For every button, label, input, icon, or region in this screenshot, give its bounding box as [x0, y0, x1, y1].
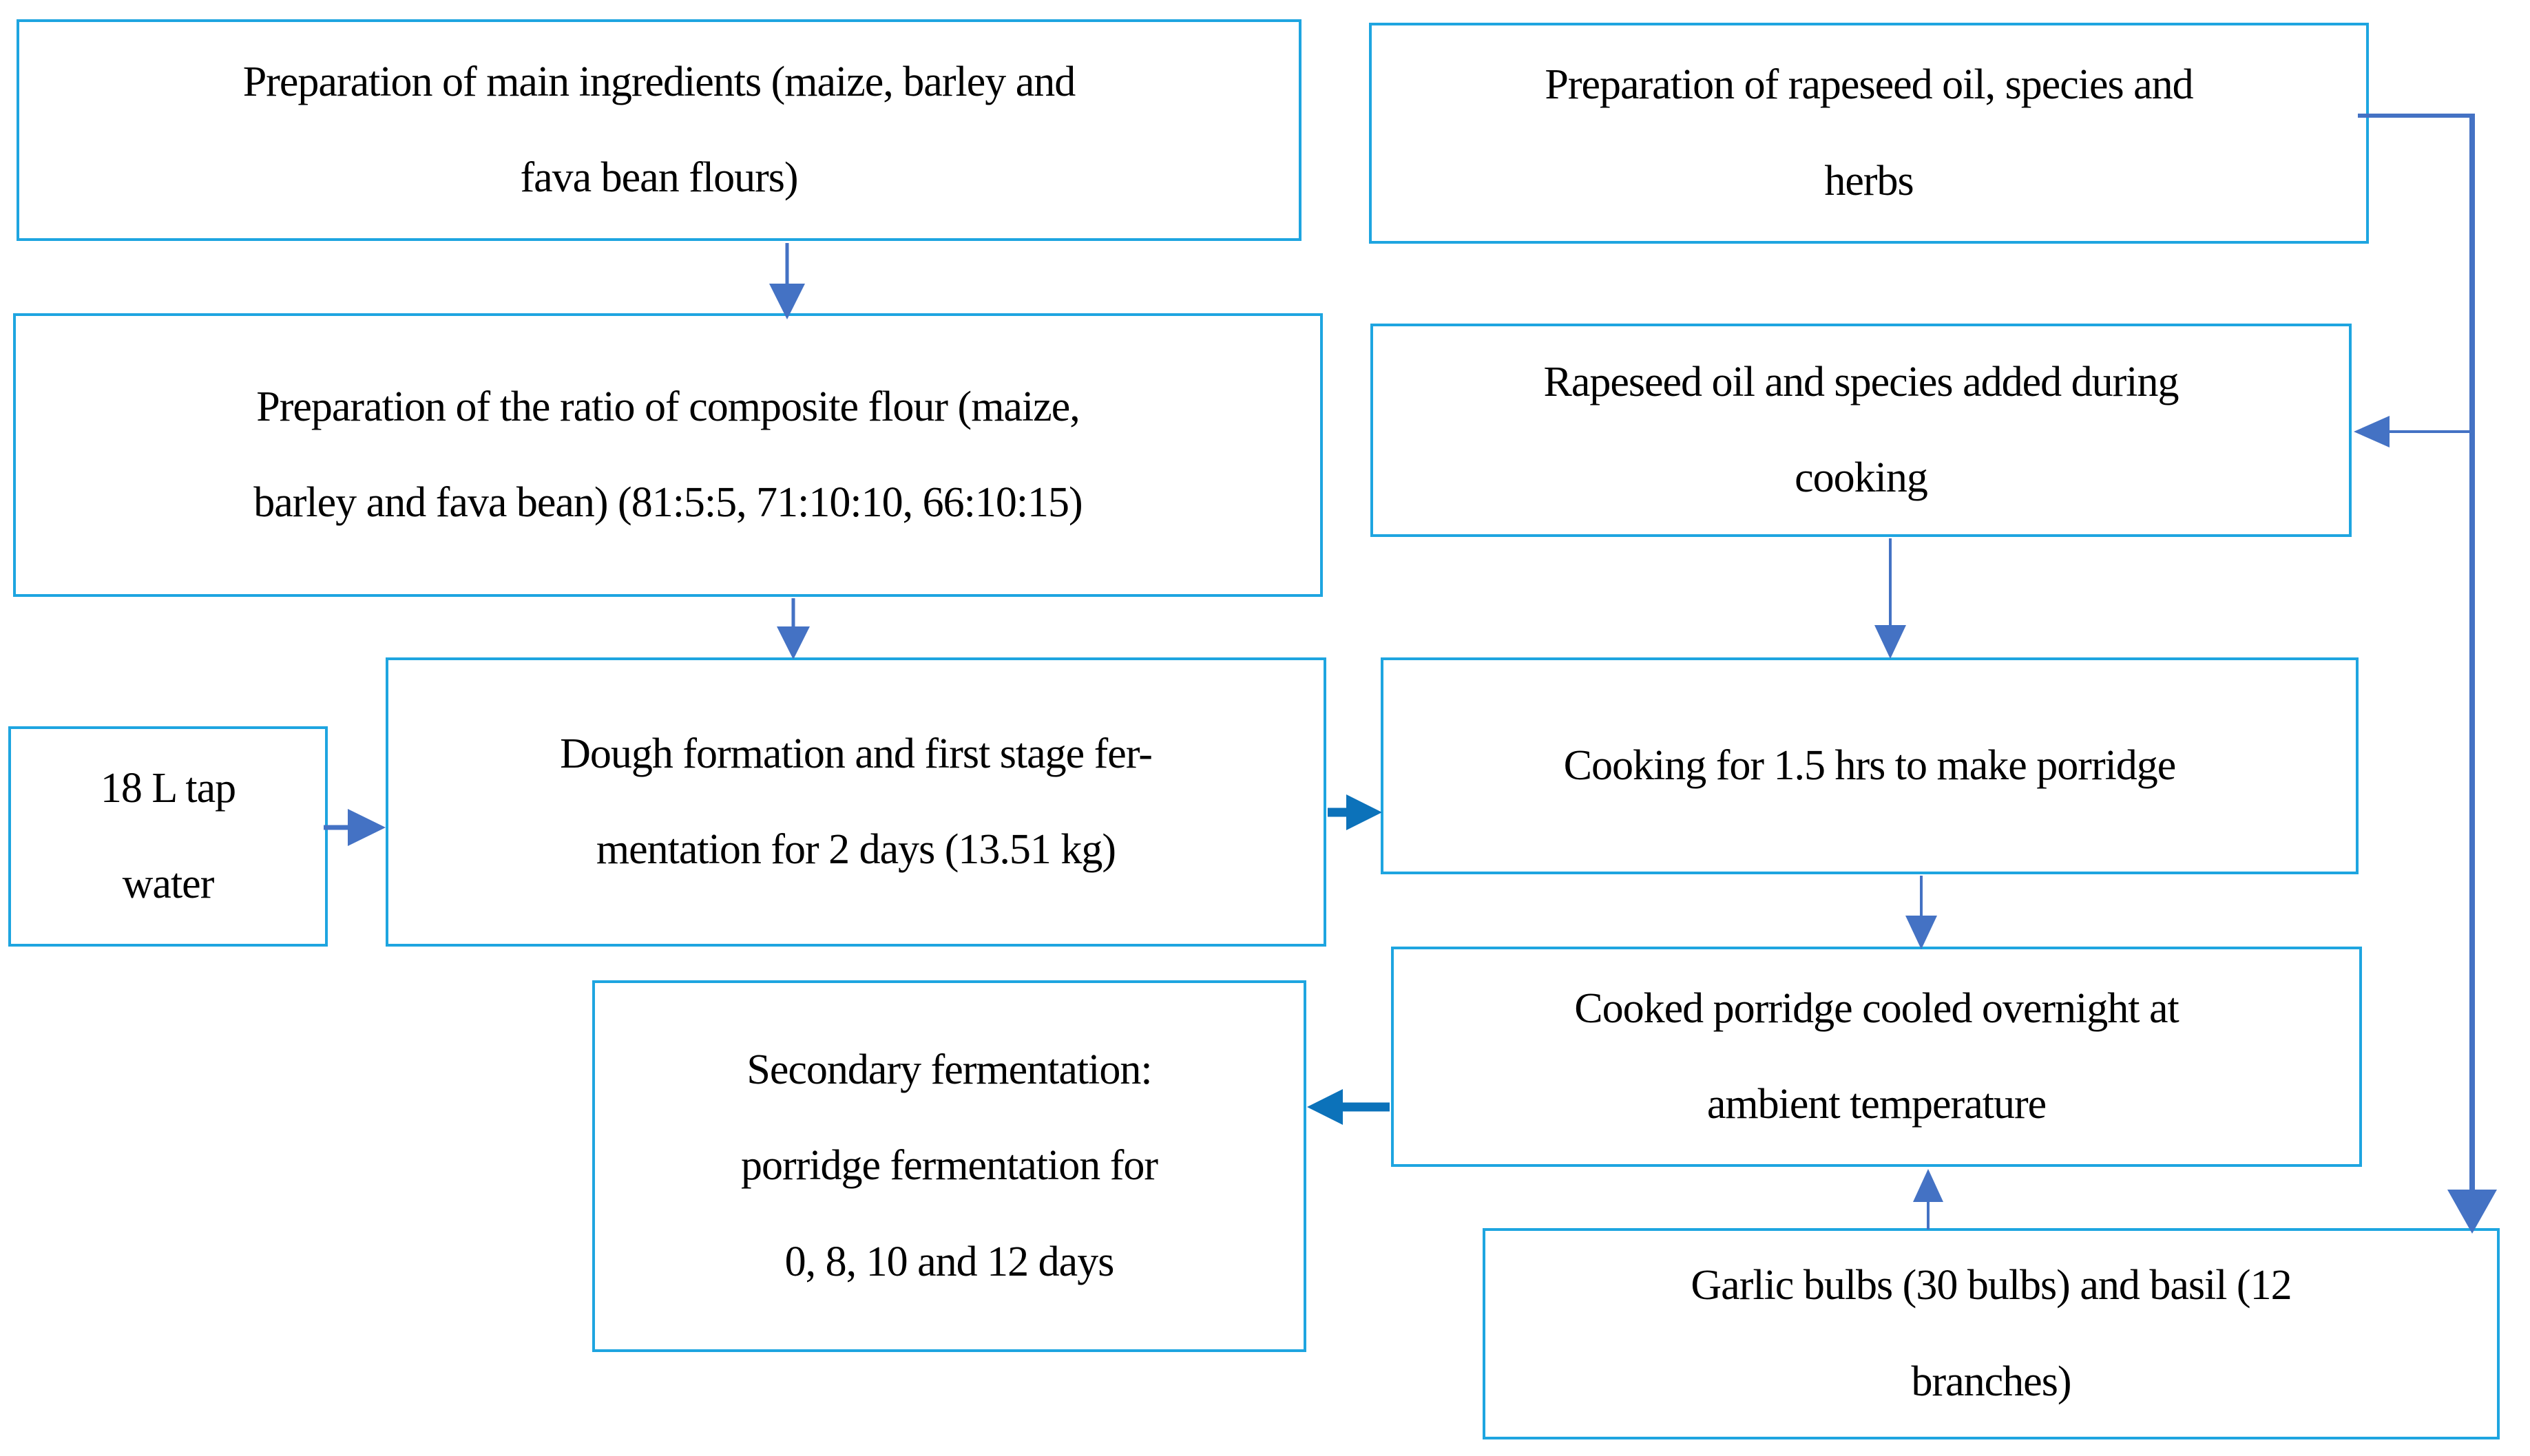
flow-box-text: 18 L tap — [100, 764, 236, 812]
flow-box-text: branches) — [1911, 1358, 2072, 1405]
flow-box-text: Rapeseed oil and species added during — [1543, 358, 2179, 405]
arrow-cooking-to-cooled — [1905, 876, 1937, 949]
flow-box-text: porridge fermentation for — [740, 1142, 1158, 1190]
flow-box-text: herbs — [1824, 157, 1914, 204]
flow-box-text: ambient temperature — [1706, 1081, 2047, 1128]
flow-box-text: Cooked porridge cooled overnight at — [1574, 984, 2179, 1032]
arrow-water-to-dough — [324, 809, 386, 846]
flow-box-prep-main-ingredients: Preparation of main ingredients (maize, … — [17, 19, 1301, 241]
flow-box-text: fava bean flours) — [520, 154, 798, 201]
flow-box-dough-formation: Dough formation and first stage fer- men… — [386, 657, 1326, 947]
arrow-main-to-ratio — [769, 243, 805, 319]
flow-box-text: cooking — [1795, 454, 1928, 501]
arrow-rail-to-rapeseed-added — [2354, 416, 2471, 447]
arrow-ratio-to-dough — [777, 598, 810, 660]
flow-box-text: Preparation of rapeseed oil, species and — [1545, 61, 2193, 108]
flow-box-prep-composite-ratio: Preparation of the ratio of composite fl… — [13, 313, 1323, 597]
flow-box-text: 0, 8, 10 and 12 days — [784, 1238, 1115, 1285]
flow-box-text: Garlic bulbs (30 bulbs) and basil (12 — [1691, 1262, 2292, 1309]
flow-box-secondary-fermentation: Secondary fermentation: porridge ferment… — [592, 980, 1306, 1352]
flow-box-cooled-overnight: Cooked porridge cooled overnight at ambi… — [1391, 947, 2362, 1167]
arrow-garlic-to-cooled — [1913, 1169, 1943, 1230]
flow-box-prep-rapeseed-oil: Preparation of rapeseed oil, species and… — [1369, 23, 2369, 244]
arrow-cooled-to-secondary — [1307, 1089, 1390, 1125]
flow-box-text: mentation for 2 days (13.51 kg) — [596, 826, 1116, 873]
flow-box-text: Dough formation and first stage fer- — [560, 730, 1153, 777]
flow-box-cooking-porridge: Cooking for 1.5 hrs to make porridge — [1381, 657, 2359, 874]
arrow-dough-to-cooking — [1328, 794, 1382, 830]
flow-box-text: Cooking for 1.5 hrs to make porridge — [1563, 741, 2177, 789]
arrow-rapeseed-added-to-cooking — [1874, 538, 1906, 659]
flow-box-text: water — [122, 861, 215, 907]
flow-box-text: Preparation of the ratio of composite fl… — [256, 383, 1080, 430]
arrow-rapeseed-to-garlic-rail — [2358, 114, 2497, 1234]
flow-box-tap-water: 18 L tap water — [8, 726, 328, 947]
flow-box-text: Preparation of main ingredients (maize, … — [242, 58, 1076, 105]
flow-box-rapeseed-added-during-cooking: Rapeseed oil and species added during co… — [1370, 324, 2352, 537]
flow-box-text: barley and fava bean) (81:5:5, 71:10:10,… — [253, 479, 1083, 526]
flow-box-garlic-basil: Garlic bulbs (30 bulbs) and basil (12 br… — [1483, 1228, 2500, 1439]
flow-box-text: Secondary fermentation: — [746, 1046, 1152, 1093]
